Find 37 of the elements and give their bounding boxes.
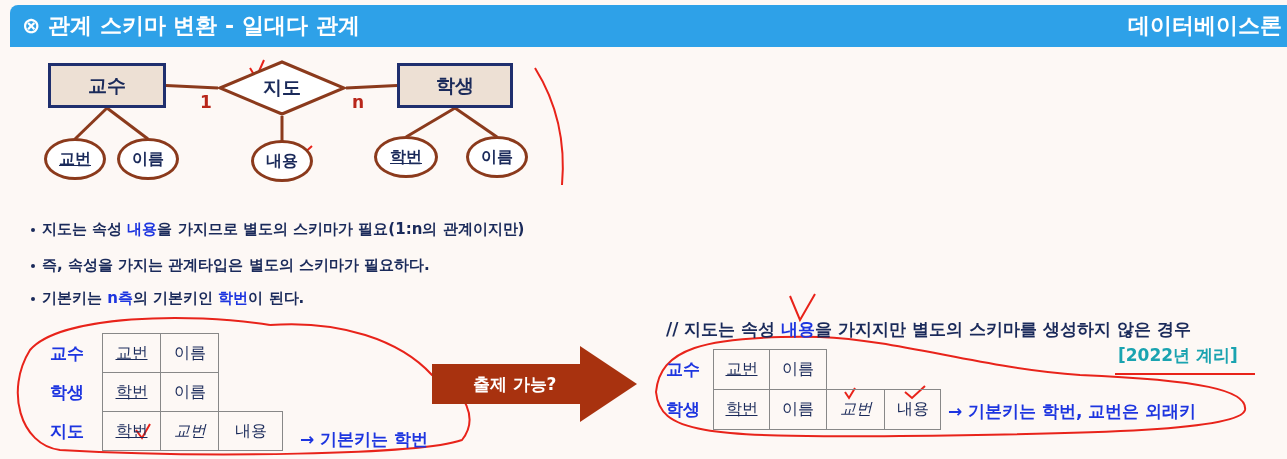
- attribute-ellipse: 내용: [251, 140, 313, 182]
- table-cell: 교번: [826, 389, 885, 430]
- attribute-ellipse: 이름: [466, 136, 528, 178]
- key-note: → 기본키는 학번: [300, 428, 429, 451]
- edge-label: 1: [200, 92, 212, 112]
- note-text: // 지도는 속성 내용을 가지지만 별도의 스키마를 생성하지 않은 경우: [666, 318, 1191, 341]
- table-name: 지도: [50, 420, 84, 443]
- table-name: 교수: [50, 342, 84, 365]
- table-cell: 교번: [713, 349, 770, 390]
- bullet-text: 기본키는 n측의 기본키인 학번이 된다.: [42, 289, 305, 308]
- edge-label: n: [352, 92, 365, 112]
- block-arrow: 출제 가능?: [432, 346, 637, 422]
- table-name: 학생: [666, 398, 700, 421]
- table-cell: 내용: [884, 389, 941, 430]
- course-name: 데이터베이스론: [1128, 12, 1282, 40]
- bullet-text: 지도는 속성 내용을 가지므로 별도의 스키마가 필요(1:n의 관계이지만): [42, 220, 525, 239]
- table-cell: 학번: [713, 389, 770, 430]
- bullet-text: 즉, 속성을 가지는 관계타입은 별도의 스키마가 필요하다.: [42, 256, 430, 275]
- table-cell: 교번: [102, 333, 161, 373]
- entity-box: 교수: [48, 63, 166, 108]
- table-name: 학생: [50, 381, 84, 404]
- attribute-ellipse: 학번: [374, 136, 438, 178]
- relationship-diamond: 지도: [218, 60, 346, 116]
- connector-line: [280, 116, 284, 141]
- table-cell: 이름: [160, 333, 219, 373]
- table-cell: 내용: [218, 411, 283, 451]
- source-note: [2022년 계리]: [1118, 344, 1238, 367]
- key-note: → 기본키는 학번, 교번은 외래키: [948, 400, 1197, 423]
- connector-line: [345, 84, 398, 90]
- attribute-ellipse: 교번: [44, 138, 106, 180]
- table-cell: 학번: [102, 411, 161, 451]
- entity-box: 학생: [397, 63, 513, 108]
- slide-title: ⊗ 관계 스키마 변환 - 일대다 관계: [22, 12, 360, 40]
- connector-line: [165, 84, 219, 90]
- table-cell: 이름: [769, 349, 827, 390]
- attribute-ellipse: 이름: [117, 138, 179, 180]
- table-name: 교수: [666, 358, 700, 381]
